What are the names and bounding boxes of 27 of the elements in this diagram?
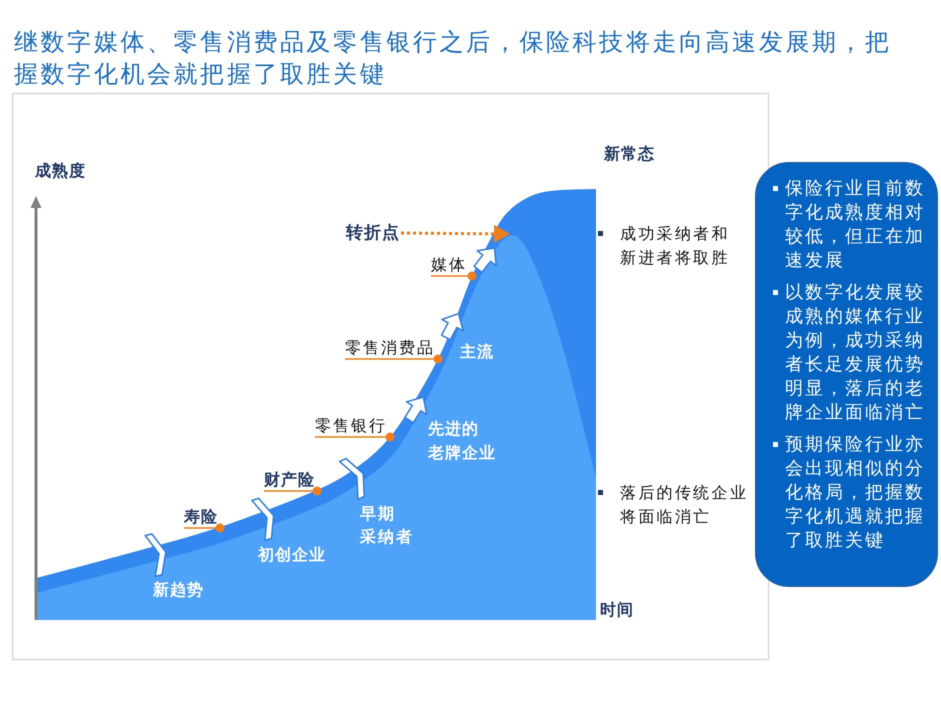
bullet-text: 保险行业目前数字化成熟度相对较低，但正在加速发展 [785,177,926,273]
outcome-note: 成功采纳者和新进者将取胜 [620,223,730,269]
dotted-arrow [400,224,510,243]
industry-label: 寿险 [184,507,218,528]
turning-point-label: 转折点 [346,222,400,244]
phase-label: 新常态 [604,144,655,165]
leader-line [184,524,224,532]
industry-label: 媒体 [431,255,467,276]
stage-label: 新趋势 [153,580,204,601]
summary-panel [755,162,938,587]
stage-label: 主流 [460,342,494,363]
leader-line [315,432,394,442]
industry-label: 财产险 [264,470,315,491]
outcome-note: 落后的传统企业将面临消亡 [620,482,748,528]
industry-label: 零售消费品 [345,338,435,359]
stage-label: 先进的老牌企业 [428,418,496,464]
leader-line [264,486,322,496]
bullet-text: 以数字化发展较成熟的媒体行业为例，成功采纳者长足发展优势明显，落后的老牌企业面临消亡 [785,281,926,425]
bullet-text: 预期保险行业亦会出现相似的分化格局，把握数字化机遇就把握了取胜关键 [785,433,926,553]
stage-label: 初创企业 [258,545,326,566]
stage-label: 早期采纳者 [360,503,414,548]
axis-title: 成熟度 [35,161,86,182]
leader-line [431,272,476,280]
industry-label: 零售银行 [315,416,387,437]
leader-line [345,354,442,364]
axis-title: 时间 [600,600,634,621]
title: 继数字媒体、零售消费品及零售银行之后，保险科技将走向高速发展期，把握数字化机会就把握了取胜关键 [14,27,893,90]
